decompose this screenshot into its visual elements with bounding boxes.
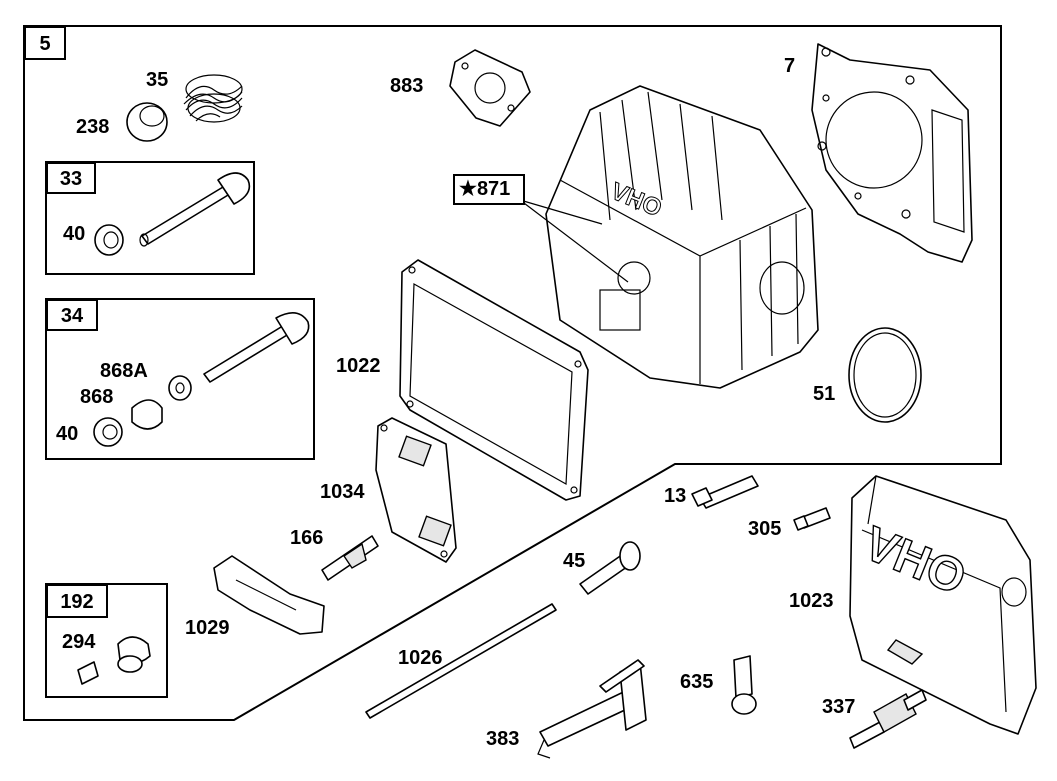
bolt-13 xyxy=(691,475,759,509)
callout-leader xyxy=(519,199,629,283)
o-ring-51 xyxy=(848,327,922,423)
stud-166 xyxy=(321,535,379,581)
breather-plate-1034 xyxy=(375,417,457,563)
valve-34 xyxy=(93,312,310,447)
part-label-868: 868 xyxy=(80,386,114,408)
part-label-40-b: 40 xyxy=(56,423,79,445)
part-label-305: 305 xyxy=(748,518,782,540)
part-label-166: 166 xyxy=(290,527,324,549)
part-label-1026: 1026 xyxy=(398,647,443,669)
valve-rotator-45 xyxy=(579,541,641,595)
part-label-383: 383 xyxy=(486,728,520,750)
part-label-1022: 1022 xyxy=(336,355,381,377)
callout-leader xyxy=(519,199,603,225)
part-label-294: 294 xyxy=(62,631,96,653)
spark-plug-337 xyxy=(849,689,927,749)
part-label-1029: 1029 xyxy=(185,617,230,639)
part-label-40-a: 40 xyxy=(63,223,86,245)
tool-383 xyxy=(537,659,647,759)
part-label-238: 238 xyxy=(76,116,110,138)
fitting-635 xyxy=(731,655,757,715)
head-gasket-7 xyxy=(811,43,973,263)
group-label-192: 192 xyxy=(46,584,108,618)
adjuster-294 xyxy=(77,636,151,685)
group-label-34: 34 xyxy=(46,299,98,331)
cylinder-head-871 xyxy=(545,85,819,389)
cap-238 xyxy=(126,102,168,142)
part-label-883: 883 xyxy=(390,75,424,97)
bolt-305 xyxy=(793,507,831,531)
group-34-box xyxy=(45,298,315,460)
valve-33 xyxy=(94,172,251,256)
group-label-5: 5 xyxy=(24,26,66,60)
part-label-45: 45 xyxy=(563,550,586,572)
group-label-33: 33 xyxy=(46,162,96,194)
guide-plate-1029 xyxy=(213,555,325,635)
part-label-337: 337 xyxy=(822,696,856,718)
part-label-1023: 1023 xyxy=(789,590,834,612)
push-rod-1026 xyxy=(365,603,557,719)
gasket-883 xyxy=(449,49,531,127)
part-label-35: 35 xyxy=(146,69,169,91)
callout-871-box: ★871 xyxy=(453,174,525,205)
part-label-1034: 1034 xyxy=(320,481,365,503)
part-label-868A: 868A xyxy=(100,360,148,382)
group-5-border xyxy=(23,25,1002,721)
valve-cover-1023 xyxy=(849,475,1037,735)
part-label-635: 635 xyxy=(680,671,714,693)
part-label-7: 7 xyxy=(784,55,796,77)
callout-871-number: 871 xyxy=(476,178,511,200)
part-label-13: 13 xyxy=(664,485,687,507)
group-33-box xyxy=(45,161,255,275)
rocker-gasket-1022 xyxy=(399,259,589,501)
part-label-51: 51 xyxy=(813,383,836,405)
star-icon: ★ xyxy=(459,178,477,200)
spring-35 xyxy=(183,74,243,123)
